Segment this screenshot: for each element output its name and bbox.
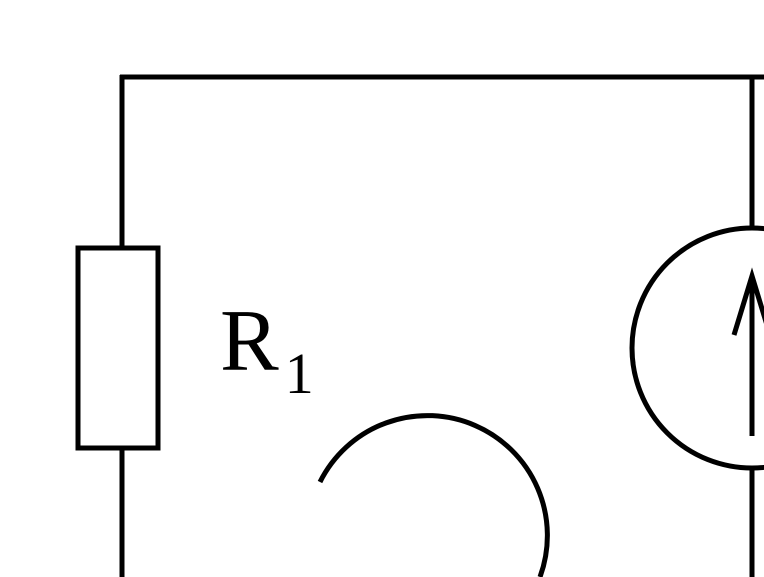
loop-direction-arc: [317, 413, 550, 577]
resistor-label-subscript: 1: [285, 341, 314, 406]
current-source: [629, 225, 764, 471]
resistor-label-letter: R: [220, 293, 279, 390]
resistor-label: R 1: [220, 293, 314, 406]
resistor-r1: [75, 245, 161, 451]
up-arrow-icon: [731, 267, 764, 436]
